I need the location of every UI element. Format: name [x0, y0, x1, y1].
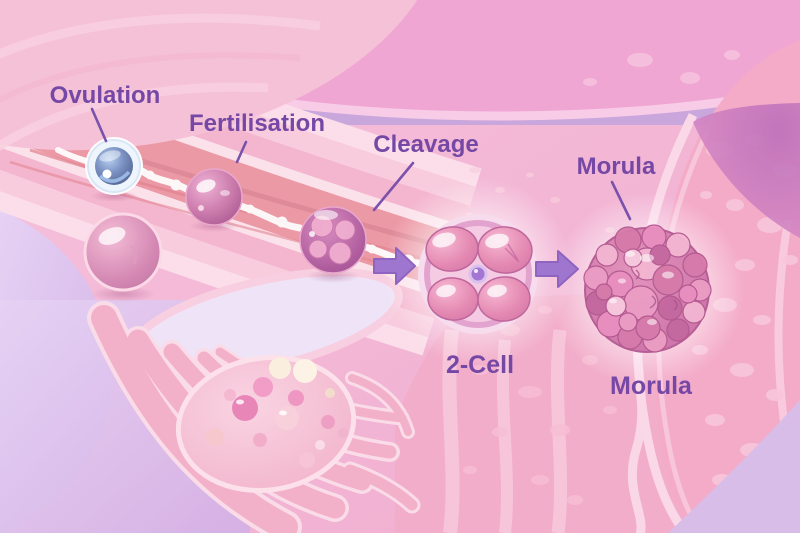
cleavage-embryo: [299, 206, 367, 283]
flow-arrows: [373, 247, 579, 288]
arrow-right-icon: [373, 247, 416, 285]
leader-line-ovulation: [90, 107, 108, 143]
ovary-follicles: [206, 357, 348, 468]
morula-embryo: [583, 224, 712, 353]
label-cleavage: Cleavage: [373, 131, 478, 158]
leader-line-cleavage: [372, 161, 415, 212]
wall-mauve-edge: [693, 103, 800, 238]
large-oocyte: [83, 212, 163, 302]
background-lavender-right: [668, 400, 800, 533]
ovulated-egg: [85, 137, 143, 202]
ovary: [175, 355, 357, 493]
leader-lines: [90, 107, 632, 221]
uterine-wall-left: [0, 0, 442, 151]
fertilised-egg: [185, 168, 243, 232]
label-fertilisation: Fertilisation: [189, 110, 325, 137]
label-morula-upper: Morula: [577, 153, 656, 180]
leader-line-morula: [610, 180, 632, 221]
leader-line-fertilisation: [235, 140, 248, 164]
label-ovulation: Ovulation: [50, 82, 161, 109]
two-cell-embryo: [418, 214, 538, 334]
arrow-right-icon: [535, 250, 579, 288]
label-two-cell: 2-Cell: [446, 351, 514, 379]
stage-labels: Ovulation Fertilisation Cleavage Morula …: [50, 82, 693, 400]
label-morula-lower: Morula: [610, 372, 693, 400]
